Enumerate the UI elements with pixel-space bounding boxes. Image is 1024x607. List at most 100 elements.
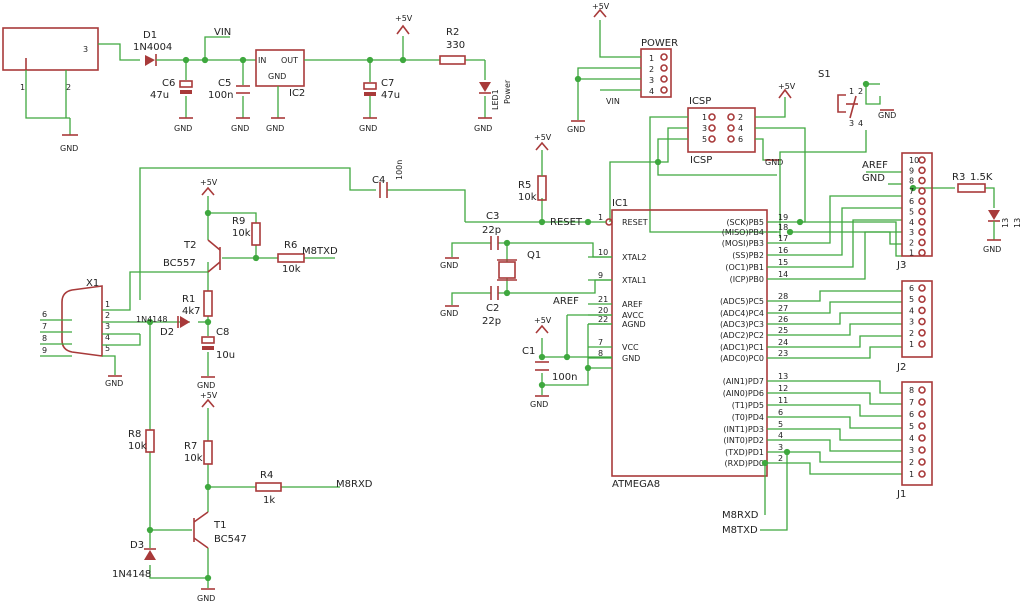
gnd-label: GND: [983, 245, 1001, 254]
dc-jack-pin-1: 1: [20, 83, 25, 92]
transistor-t1: T1 BC547: [193, 511, 247, 549]
header-pin-number: 7: [909, 398, 914, 407]
capacitor-c5: C5 100n GND: [208, 78, 250, 133]
ic1-pin-name: (MISO)PB4: [722, 228, 764, 237]
gnd-label: GND: [359, 124, 377, 133]
vcc-symbol-reg: +5V: [395, 14, 413, 35]
gnd-label-j3: GND: [862, 173, 885, 184]
ic1-left-pins: 1RESET10XTAL29XTAL121AREF20AVCC22AGND7VC…: [588, 213, 648, 363]
header-pin: [918, 317, 926, 326]
j2-ref: J2: [896, 362, 906, 373]
aref-label-ic: AREF: [553, 296, 579, 307]
header-pin: [918, 218, 926, 226]
c8-ref: C8: [216, 327, 229, 338]
ic1-pin-name: (ADC3)PC3: [720, 320, 764, 329]
gnd-label: GND: [197, 594, 215, 603]
ic2-gnd-label: GND: [268, 72, 286, 81]
j3-ref: J3: [896, 260, 906, 271]
ic1-pin-number: 7: [598, 338, 603, 347]
vcc-label: +5V: [534, 316, 552, 325]
gnd-label: GND: [567, 125, 585, 134]
ic1-pin-name: GND: [622, 354, 640, 363]
header-pin: [918, 187, 926, 195]
x1-pin-7: 7: [42, 322, 47, 331]
x1-pin-1: 1: [105, 300, 110, 309]
header-pin-number: 5: [909, 208, 914, 217]
ic1-pin-number: 9: [598, 271, 603, 280]
power-pin-1: 1: [649, 54, 654, 63]
c6-ref: C6: [162, 78, 175, 89]
ic1-pin-name: (AIN0)PD6: [723, 389, 764, 398]
ic1-value: ATMEGA8: [612, 479, 660, 490]
s1-pin-3: 3: [849, 119, 854, 128]
ic1-pin-number: 6: [778, 408, 783, 417]
resistor-r2: R2 330: [439, 27, 466, 65]
header-pin-number: 1: [909, 470, 914, 479]
ic1-pin-name: VCC: [622, 343, 639, 352]
ic1-pin-name: (ADC5)PC5: [720, 297, 764, 306]
x1-pin-5: 5: [105, 344, 110, 353]
led-13: 13 13 GND: [983, 210, 1022, 254]
ic1-pin-number: 10: [598, 248, 608, 257]
header-pin-number: 4: [909, 306, 914, 315]
diode-d2: D2 1N4148: [136, 315, 190, 338]
header-pin-number: 5: [909, 422, 914, 431]
ic1-pin-number: 16: [778, 246, 788, 255]
ic1-pin-number: 26: [778, 315, 788, 324]
capacitor-c2: C2 22p: [482, 286, 501, 327]
power-vin-label: VIN: [606, 97, 620, 106]
ic1-pin-name: AVCC: [622, 311, 644, 320]
c2-value: 22p: [482, 316, 501, 327]
ic1-pin-name: RESET: [622, 218, 648, 227]
header-pin-number: 1: [909, 340, 914, 349]
ic2-out-label: OUT: [281, 56, 298, 65]
d3-ref: D3: [130, 540, 144, 551]
r8-value: 10k: [128, 441, 147, 452]
transistor-t2: T2 BC557: [163, 239, 221, 273]
diode-d3: D3 1N4148: [112, 540, 156, 580]
c5-ref: C5: [218, 78, 231, 89]
r1-value: 4k7: [182, 306, 201, 317]
c6-value: 47u: [150, 90, 169, 101]
header-pin: [918, 238, 926, 247]
header-pin-number: 6: [909, 284, 914, 293]
d2-ref: D2: [160, 327, 174, 338]
header-pin-number: 8: [909, 177, 914, 186]
m8rxd-label-t1: M8RXD: [336, 479, 373, 490]
d2-value: 1N4148: [136, 315, 167, 324]
ic2-ref: IC2: [289, 88, 305, 99]
icsp-pin-4: 4: [738, 124, 743, 133]
icsp-pin-2: 2: [738, 113, 743, 122]
s1-pin-4: 4: [858, 119, 863, 128]
gnd-label: GND: [197, 381, 215, 390]
x1-pin-9: 9: [42, 346, 47, 355]
x1-ref: X1: [86, 278, 99, 289]
header-pin: [918, 410, 926, 418]
ic1-pin-number: 20: [598, 306, 608, 315]
header-pin: [918, 284, 926, 292]
x1-pin-3: 3: [105, 322, 110, 331]
ic2-in-label: IN: [258, 56, 266, 65]
ic1-pin-number: 27: [778, 304, 788, 313]
ic1-pin-name: (INT0)PD2: [723, 436, 764, 445]
ic1-pin-number: 1: [598, 213, 603, 222]
icsp-pin-6: 6: [738, 135, 743, 144]
ic1-pin-number: 11: [778, 396, 788, 405]
dc-jack-pin-2: 2: [66, 83, 71, 92]
dc-jack: 1 2 3: [2, 27, 99, 92]
header-pin-number: 3: [909, 228, 914, 237]
ic1-pin-number: 15: [778, 258, 788, 267]
r6-value: 10k: [282, 264, 301, 275]
r8-ref: R8: [128, 429, 141, 440]
resistor-r5: R5 10k +5V: [518, 133, 552, 203]
header-pin: [918, 328, 926, 337]
header-pin-number: 5: [909, 295, 914, 304]
gnd-label: GND: [765, 158, 783, 167]
gnd-symbol-jack: GND: [60, 134, 78, 153]
ic1-pin-number: 18: [778, 223, 788, 232]
t1-value: BC547: [214, 534, 247, 545]
dc-jack-pin-3: 3: [83, 45, 88, 54]
aref-label-j3: AREF: [862, 160, 888, 171]
capacitor-c6: C6 47u GND: [150, 78, 193, 133]
